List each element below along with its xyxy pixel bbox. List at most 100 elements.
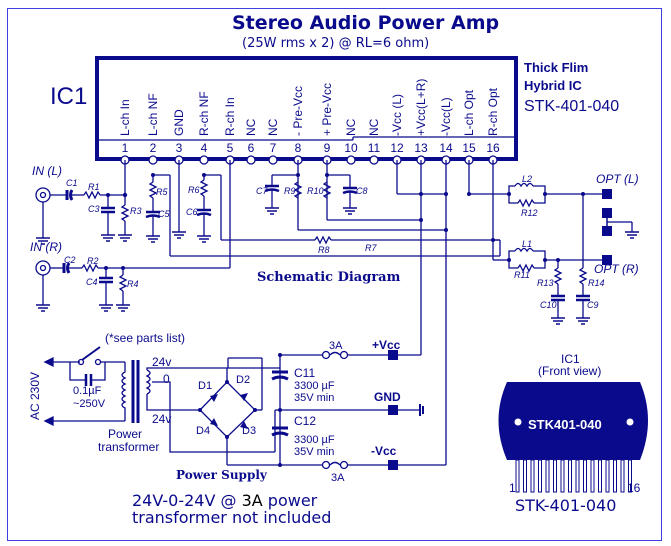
pin-name: NC — [367, 118, 381, 136]
pin-name: L-ch Opt — [462, 89, 476, 136]
package-chip-text: STK401-040 — [528, 417, 602, 432]
diode-d3-label: D3 — [242, 425, 257, 437]
rail-gnd-label: GND — [374, 390, 401, 404]
pin-terminal — [199, 155, 209, 165]
c11-rating: 35V min — [294, 392, 335, 404]
power-supply-label: Power Supply — [176, 468, 267, 482]
label-c7: C7 — [256, 186, 268, 196]
vcc-neg-pad — [388, 460, 398, 470]
c12-value: 3300 µF — [294, 434, 335, 446]
package-pin-first: 1 — [509, 481, 516, 495]
label-r9: R9 — [284, 186, 296, 196]
pin-name: NC — [266, 118, 280, 136]
pin-number: 12 — [390, 141, 404, 155]
rail-neg-label: -Vcc — [371, 444, 397, 458]
label-r3: R3 — [130, 206, 142, 216]
package-pin — [583, 459, 587, 493]
note-line1-c: power — [262, 491, 318, 510]
pin-name: L-ch NF — [146, 93, 160, 136]
package-pin-last: 16 — [627, 481, 641, 495]
pin-number: 15 — [462, 141, 476, 155]
pin-number: 5 — [226, 141, 234, 155]
label-c3: C3 — [88, 204, 100, 214]
pin-name: NC — [344, 118, 358, 136]
input-right-label: IN (R) — [30, 240, 62, 254]
label-r2: R2 — [87, 256, 99, 266]
output-pad-right — [602, 255, 612, 265]
note-line1-a: 24V-0-24V @ — [132, 491, 242, 510]
package-pin — [613, 459, 617, 493]
label-c5: C5 — [158, 209, 170, 219]
pin-terminal — [148, 155, 158, 165]
pin-number: 2 — [149, 141, 157, 155]
pin-number: 14 — [439, 141, 453, 155]
ic-label: IC1 — [50, 83, 88, 110]
label-r5: R5 — [156, 187, 168, 197]
fuse-top-rating: 3A — [329, 340, 343, 352]
package-pin — [538, 459, 542, 493]
pin-number: 6 — [247, 141, 255, 155]
label-c6: C6 — [186, 207, 198, 217]
ic-description-line1: Thick Flim — [524, 60, 589, 75]
output-right-label: OPT (R) — [594, 262, 639, 276]
transformer-label-2: transformer — [98, 440, 160, 454]
pin-number: 11 — [367, 141, 381, 155]
tap-top-label: 24v — [152, 355, 172, 369]
ic-part-number: STK-401-040 — [524, 98, 620, 115]
pin-number: 7 — [269, 141, 277, 155]
diagram-frame — [7, 8, 662, 541]
transformer-note: 24V-0-24V @ 3A power transformer not inc… — [132, 492, 331, 526]
pin-name: GND — [172, 109, 186, 136]
label-r8: R8 — [318, 245, 330, 255]
label-c8: C8 — [356, 186, 368, 196]
schematic-diagram-label: Schematic Diagram — [257, 270, 401, 285]
package-pin — [530, 459, 535, 493]
label-r14: R14 — [588, 278, 605, 288]
package-pin — [590, 459, 595, 493]
label-r10: R10 — [307, 186, 324, 196]
parts-note: (*see parts list) — [105, 331, 186, 345]
pin-number: 3 — [175, 141, 183, 155]
pin-number: 13 — [414, 141, 428, 155]
pin-name: +Vcc(L+R) — [414, 78, 428, 136]
pin-number: 4 — [200, 141, 208, 155]
pin-name: NC — [244, 118, 258, 136]
package-pin — [598, 459, 602, 493]
diode-d1-label: D1 — [198, 380, 213, 392]
switch-cap-value: 0.1µF — [73, 385, 102, 397]
pin-number: 16 — [486, 141, 500, 155]
output-left-label: OPT (L) — [596, 172, 639, 186]
resistor-r1 — [83, 190, 101, 200]
package-pin — [515, 459, 520, 493]
fuse-bottom-rating: 3A — [331, 472, 345, 484]
diode-d4-label: D4 — [196, 425, 211, 437]
label-c1: C1 — [66, 178, 78, 188]
package-pin — [620, 459, 625, 493]
pin-terminal — [346, 155, 356, 165]
switch-cap-voltage: ~250V — [73, 398, 106, 410]
package-pin — [553, 459, 557, 493]
package-pin — [545, 459, 550, 493]
label-r13: R13 — [537, 278, 554, 288]
label-r4: R4 — [127, 279, 139, 289]
label-l1: L1 — [522, 239, 533, 249]
pin-name: R-ch Opt — [486, 87, 500, 136]
label-c10: C10 — [540, 300, 557, 310]
diode-d2-label: D2 — [236, 374, 251, 386]
pin-number: 8 — [294, 141, 302, 155]
package-view: (Front view) — [538, 364, 602, 378]
note-current: 3A — [241, 491, 263, 510]
ac-input-label: AC 230V — [28, 371, 42, 420]
input-left-label: IN (L) — [32, 164, 62, 178]
pin-name: - Pre-Vcc — [291, 85, 305, 136]
transformer-label-1: Power — [108, 427, 143, 441]
page-subtitle: (25W rms x 2) @ RL=6 ohm) — [242, 36, 430, 51]
c12-name: C12 — [294, 414, 317, 428]
output-pad-left — [602, 189, 612, 199]
label-r6: R6 — [188, 185, 200, 195]
ic-description-line2: Hybrid IC — [524, 78, 582, 93]
inductor-l1 — [514, 247, 534, 253]
label-c9: C9 — [587, 300, 599, 310]
package-pin — [575, 459, 580, 493]
